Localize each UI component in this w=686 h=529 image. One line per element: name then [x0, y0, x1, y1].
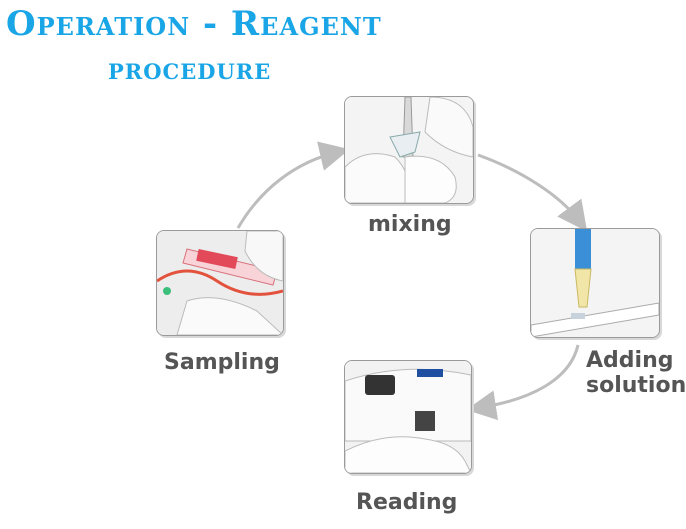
arrow-mixing-to-adding — [478, 155, 580, 222]
reading-label: Reading — [356, 490, 457, 515]
arrow-sampling-to-mixing — [238, 152, 338, 228]
sampling-label: Sampling — [164, 350, 280, 375]
arrow-adding-to-reading — [478, 345, 578, 408]
adding-label: Adding solution — [586, 348, 686, 399]
mixing-label: mixing — [368, 212, 452, 237]
sampling-photo — [156, 230, 284, 336]
adding-photo — [530, 228, 660, 338]
mixing-photo — [344, 96, 474, 204]
reading-photo — [344, 360, 472, 474]
